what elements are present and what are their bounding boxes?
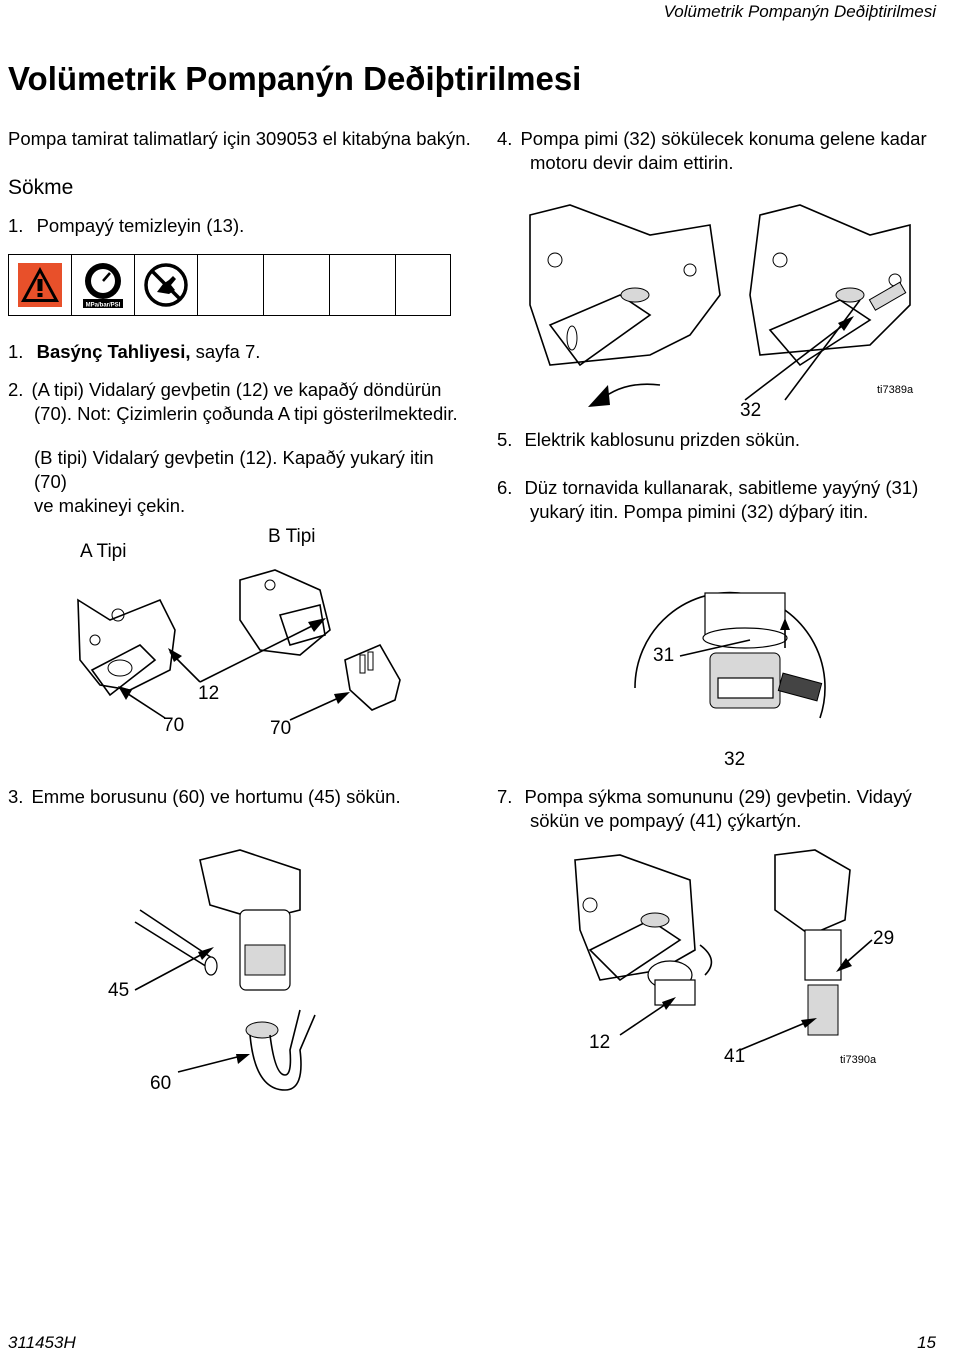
step-number: 1. — [8, 341, 23, 362]
callout-41: 41 — [724, 1046, 745, 1068]
step-text: ve makineyi çekin. — [8, 494, 468, 518]
callout-12: 12 — [198, 683, 219, 705]
step-6: 6. Düz tornavida kullanarak, sabitleme ya… — [497, 476, 957, 524]
callout-70: 70 — [163, 715, 184, 737]
step-text: Düz tornavida kullanarak, sabitleme yayý… — [524, 477, 918, 498]
callout-60: 60 — [150, 1073, 171, 1095]
callout-70: 70 — [270, 718, 291, 740]
figure-id: ti7389a — [877, 384, 913, 396]
step-text: Pompayý temizleyin (13). — [37, 215, 245, 236]
step-text: yukarý itin. Pompa pimini (32) dýþarý it… — [497, 500, 957, 524]
page-number: 15 — [917, 1333, 936, 1353]
cover-diagram — [0, 560, 470, 760]
b-tipi-label: B Tipi — [268, 526, 316, 548]
step-1: 1. Pompayý temizleyin (13). — [8, 214, 244, 238]
retaining-spring-diagram — [620, 578, 860, 758]
step-text: (70). Not: Çizimlerin çoðunda A tipi gös… — [8, 402, 468, 426]
empty-cell — [264, 255, 330, 315]
step-number: 7. — [497, 786, 512, 807]
callout-29: 29 — [873, 928, 894, 950]
step-7: 7. Pompa sýkma somununu (29) gevþetin. Vi… — [497, 785, 957, 833]
step-number: 2. — [8, 379, 23, 400]
step-text: Emme borusunu (60) ve hortumu (45) sökün… — [31, 786, 400, 807]
step-number: 3. — [8, 786, 23, 807]
gauge-unit-label: MPa/bar/PSI — [86, 303, 121, 309]
page-title: Volümetrik Pompanýn Deðiþtirilmesi — [8, 60, 581, 98]
callout-32: 32 — [740, 400, 761, 422]
empty-cell — [198, 255, 264, 315]
figure-id: ti7390a — [840, 1054, 876, 1066]
warning-triangle-icon — [9, 255, 72, 315]
pressure-gauge-icon: MPa/bar/PSI — [72, 255, 135, 315]
no-hand-icon — [135, 255, 198, 315]
callout-31: 31 — [653, 645, 674, 667]
running-header: Volümetrik Pompanýn Deðiþtirilmesi — [664, 2, 936, 22]
pump-pin-diagram — [510, 195, 950, 415]
step-text: (B tipi) Vidalarý gevþetin (12). Kapaðý … — [8, 446, 468, 494]
step-number: 6. — [497, 477, 512, 498]
step-number: 1. — [8, 215, 23, 236]
step-5: 5. Elektrik kablosunu prizden sökün. — [497, 428, 800, 452]
callout-12: 12 — [589, 1032, 610, 1054]
step-text: Elektrik kablosunu prizden sökün. — [524, 429, 800, 450]
step-text: Pompa sýkma somununu (29) gevþetin. Vida… — [524, 786, 911, 807]
step-text: Pompa pimi (32) sökülecek konuma gelene … — [520, 128, 926, 149]
step-number: 5. — [497, 429, 512, 450]
step-number: 4. — [497, 128, 512, 149]
warning-icon-table: MPa/bar/PSI — [8, 254, 451, 316]
intro-text: Pompa tamirat talimatlarý için 309053 el… — [8, 127, 471, 151]
step-text: sayfa 7. — [190, 341, 260, 362]
step-text: motoru devir daim ettirin. — [497, 151, 957, 175]
empty-cell — [396, 255, 450, 315]
step-2: 2. (A tipi) Vidalarý gevþetin (12) ve kap… — [8, 378, 468, 518]
doc-number: 311453H — [8, 1333, 76, 1353]
step-text: (A tipi) Vidalarý gevþetin (12) ve kapað… — [31, 379, 441, 400]
pump-removal-diagram — [560, 850, 960, 1090]
step-bold-text: Basýnç Tahliyesi, — [37, 341, 191, 362]
pressure-relief-step: 1. Basýnç Tahliyesi, sayfa 7. — [8, 340, 260, 364]
callout-45: 45 — [108, 980, 129, 1002]
callout-32: 32 — [724, 749, 745, 771]
suction-tube-diagram — [0, 850, 470, 1110]
step-3: 3. Emme borusunu (60) ve hortumu (45) sök… — [8, 785, 401, 809]
step-text: sökün ve pompayý (41) çýkartýn. — [497, 809, 957, 833]
empty-cell — [330, 255, 396, 315]
step-4: 4. Pompa pimi (32) sökülecek konuma gelen… — [497, 127, 957, 175]
section-heading: Sökme — [8, 176, 73, 200]
